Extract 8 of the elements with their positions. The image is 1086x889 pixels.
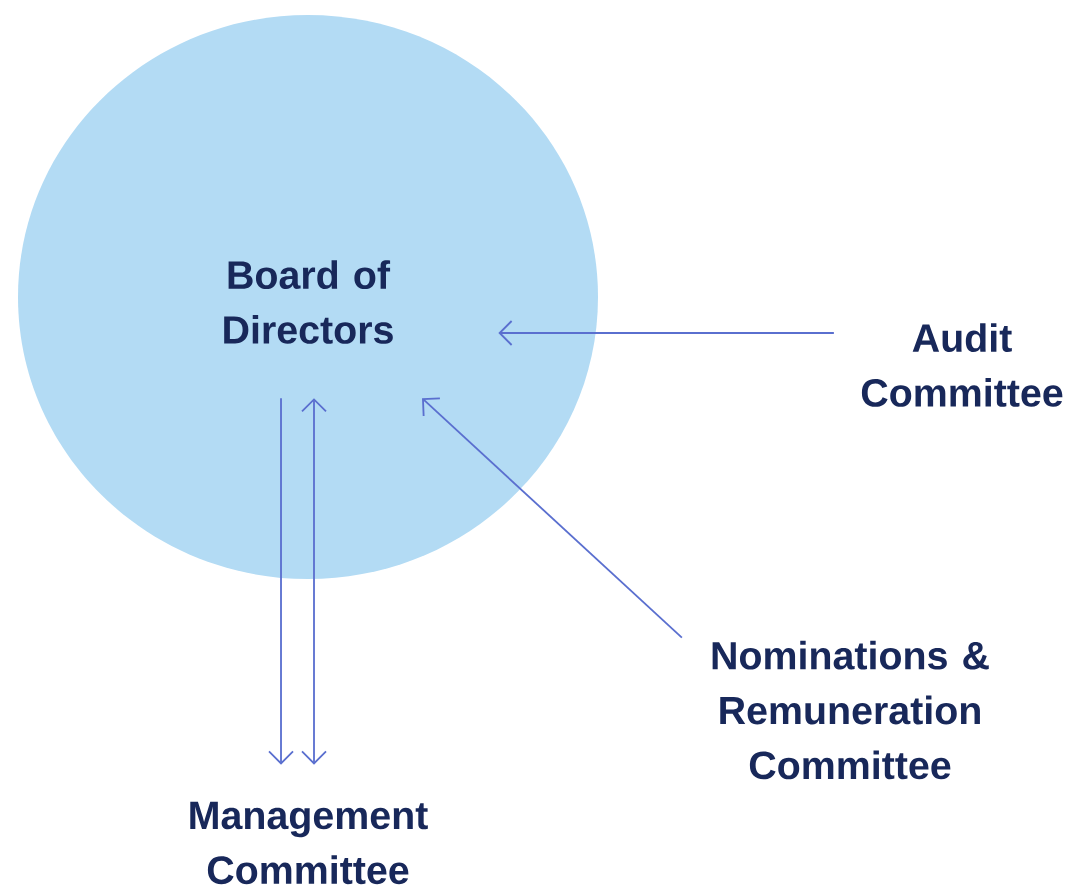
- node-label: Audit Committee: [861, 323, 1063, 407]
- node-label: Nominations & Remuneration Committee: [712, 640, 989, 780]
- arrow: [498, 320, 835, 346]
- node-label: Management Committee: [190, 801, 428, 885]
- arrow: [268, 397, 294, 765]
- arrow: [422, 397, 683, 639]
- arrow: [301, 398, 327, 765]
- node-label: Board of Directors: [224, 260, 393, 344]
